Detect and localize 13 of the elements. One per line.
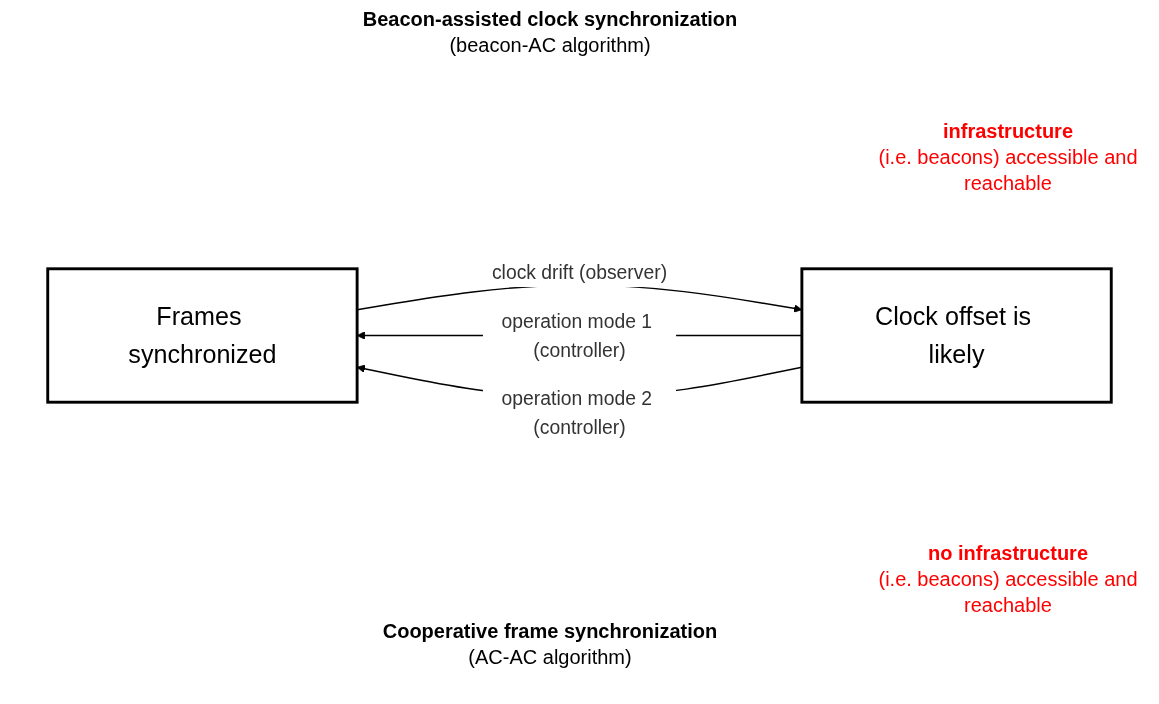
edge-label: operation mode 2 (controller) bbox=[501, 387, 653, 438]
node-box: Clock offset is likely bbox=[800, 267, 1113, 404]
note-label: (beacon-AC algorithm) bbox=[448, 33, 652, 58]
heading-label: no infrastructure bbox=[927, 541, 1089, 566]
heading-label: Cooperative frame synchronization bbox=[381, 619, 719, 644]
node-box: Frames synchronized bbox=[46, 267, 359, 404]
note-label: (i.e. beacons) accessible and reachable bbox=[877, 567, 1139, 618]
note-label: (AC-AC algorithm) bbox=[467, 645, 633, 670]
heading-label: infrastructure bbox=[942, 119, 1074, 144]
edge-label: clock drift (observer) bbox=[491, 262, 668, 284]
note-label: (i.e. beacons) accessible and reachable bbox=[877, 145, 1139, 196]
edge-label: operation mode 1 (controller) bbox=[501, 310, 653, 361]
heading-label: Beacon-assisted clock synchronization bbox=[361, 7, 739, 32]
